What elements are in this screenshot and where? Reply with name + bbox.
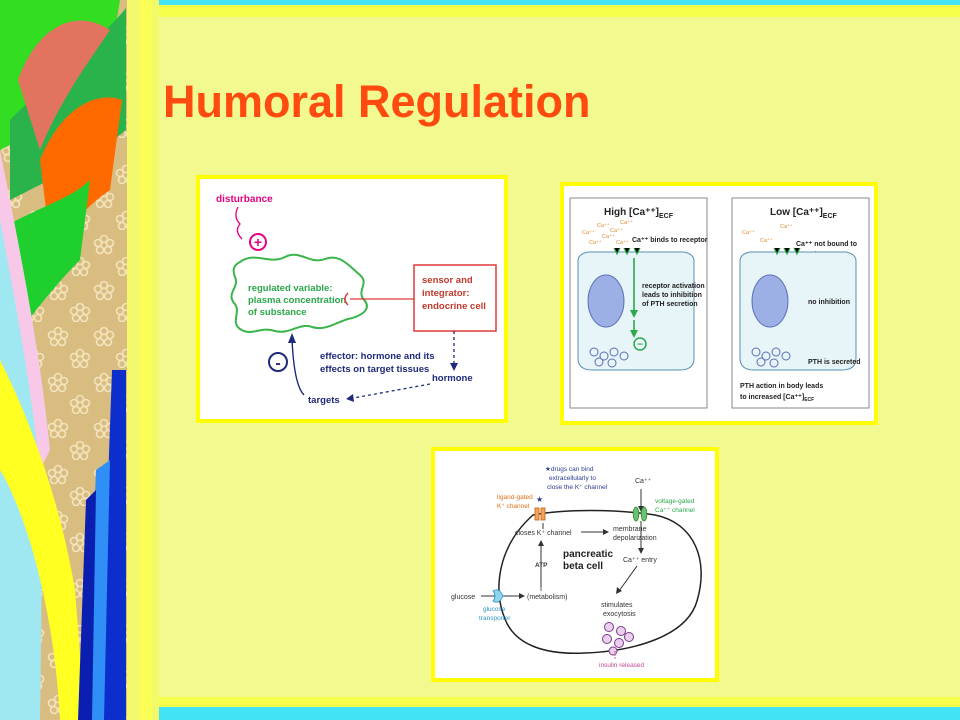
effector-line2: effects on target tissues bbox=[320, 364, 429, 375]
ca-entry-label: Ca⁺⁺ entry bbox=[623, 557, 657, 564]
stimulates-line2: exocytosis bbox=[603, 611, 636, 618]
svg-text:Ca⁺⁺: Ca⁺⁺ bbox=[610, 227, 623, 234]
insulin-granules bbox=[602, 622, 634, 656]
ca-channel-icon bbox=[632, 506, 640, 522]
svg-text:Ca⁺⁺: Ca⁺⁺ bbox=[620, 219, 633, 226]
svg-text:Ca⁺⁺: Ca⁺⁺ bbox=[602, 233, 615, 240]
ca-ion-label: Ca⁺⁺ bbox=[582, 229, 595, 236]
high-nucleus bbox=[587, 274, 625, 328]
regulated-variable-line2: plasma concentration bbox=[248, 295, 346, 306]
svg-text:Ca⁺⁺: Ca⁺⁺ bbox=[616, 239, 629, 246]
slide-title: Humoral Regulation bbox=[163, 76, 591, 127]
disturbance-arrow bbox=[235, 206, 243, 240]
activation-line3: of PTH secretion bbox=[642, 301, 698, 308]
atp-label: ATP bbox=[535, 562, 548, 569]
voltage-gated-line2: Ca⁺⁺ channel bbox=[655, 507, 695, 514]
glucose-transporter-line1: glucose bbox=[483, 606, 506, 613]
sensor-box bbox=[413, 264, 497, 332]
targets-label: targets bbox=[308, 395, 340, 406]
plus-circle-icon bbox=[249, 233, 267, 251]
membrane-depol-line1: membrane bbox=[613, 526, 647, 533]
svg-text:Ca⁺⁺: Ca⁺⁺ bbox=[760, 237, 773, 244]
beta-cell-diagram: ★drugs can bind extracellularly to close… bbox=[451, 465, 702, 669]
minus-circle-icon bbox=[268, 352, 288, 372]
beta-cell-diagram-panel: ★drugs can bind extracellularly to close… bbox=[431, 447, 719, 682]
star-icon: ★ bbox=[536, 495, 543, 504]
svg-text:Ca⁺⁺: Ca⁺⁺ bbox=[742, 229, 755, 236]
not-bound-line1: Ca⁺⁺ not bound to bbox=[796, 241, 857, 248]
regulated-variable-line3: of substance bbox=[248, 307, 307, 318]
inhibit-minus-icon bbox=[633, 337, 647, 351]
glucose-transporter-line2: transporter bbox=[479, 615, 511, 622]
effector-line1: effector: hormone and its bbox=[320, 351, 435, 362]
minus-sign: - bbox=[275, 355, 280, 372]
drugs-note-line3: close the K⁺ channel bbox=[547, 484, 608, 491]
beta-cell-label-line1: pancreatic bbox=[563, 549, 613, 560]
svg-text:Ca⁺⁺: Ca⁺⁺ bbox=[597, 222, 610, 229]
sensor-line2: integrator: bbox=[422, 288, 470, 299]
membrane-depol-line2: depolarization bbox=[613, 535, 657, 542]
svg-text:Ca⁺⁺: Ca⁺⁺ bbox=[780, 223, 793, 230]
low-nucleus bbox=[751, 274, 789, 328]
no-inhibition-label: no inhibition bbox=[808, 299, 850, 306]
binds-receptor-label: Ca⁺⁺ binds to receptor bbox=[632, 237, 708, 244]
ligand-gated-line2: K⁺ channel bbox=[497, 503, 530, 510]
sensor-line3: endocrine cell bbox=[422, 301, 486, 312]
glucose-transporter-icon bbox=[492, 589, 504, 603]
regulated-variable-line1: regulated variable: bbox=[248, 283, 332, 294]
insulin-released-label: insulin released bbox=[599, 662, 645, 669]
feedback-return-arrow bbox=[291, 338, 305, 396]
voltage-gated-line1: voltage-gated bbox=[655, 498, 695, 505]
ligand-gated-line1: ligand-gated bbox=[497, 494, 533, 501]
feedback-diagram: disturbance + regulated variable: plasma… bbox=[216, 194, 497, 406]
feedback-diagram-panel: disturbance + regulated variable: plasma… bbox=[196, 175, 508, 423]
closes-k-label: closes K⁺ channel bbox=[515, 530, 572, 537]
metabolism-label: (metabolism) bbox=[527, 594, 567, 601]
pth-action-line2: to increased [Ca⁺⁺]ECF bbox=[740, 394, 814, 403]
k-channel-icon bbox=[534, 507, 540, 521]
high-calcium-title: High [Ca⁺⁺]ECF bbox=[604, 207, 674, 220]
stimulates-line1: stimulates bbox=[601, 602, 633, 609]
drugs-note-line2: extracellularly to bbox=[549, 475, 596, 482]
plus-sign: + bbox=[254, 234, 262, 250]
low-calcium-title: Low [Ca⁺⁺]ECF bbox=[770, 207, 838, 220]
targets-arrow bbox=[347, 383, 431, 400]
calcium-diagram-panel: High [Ca⁺⁺]ECF Low [Ca⁺⁺]ECF Ca⁺⁺ Ca⁺⁺ C… bbox=[560, 182, 878, 425]
beta-cell-label-line2: beta cell bbox=[563, 561, 603, 572]
activation-line2: leads to inhibition bbox=[642, 292, 702, 299]
hormone-label: hormone bbox=[432, 373, 473, 384]
calcium-diagram: High [Ca⁺⁺]ECF Low [Ca⁺⁺]ECF Ca⁺⁺ Ca⁺⁺ C… bbox=[569, 197, 870, 409]
disturbance-label: disturbance bbox=[216, 194, 273, 205]
svg-text:−: − bbox=[637, 340, 643, 351]
ca-top-label: Ca⁺⁺ bbox=[635, 478, 652, 485]
glucose-label: glucose bbox=[451, 594, 475, 601]
pth-secreted-label: PTH is secreted bbox=[808, 359, 861, 366]
activation-line1: receptor activation bbox=[642, 283, 705, 290]
svg-text:Ca⁺⁺: Ca⁺⁺ bbox=[589, 239, 602, 246]
drugs-note-line1: ★drugs can bind bbox=[545, 465, 594, 473]
regulated-variable-blob bbox=[230, 253, 368, 333]
sensor-line1: sensor and bbox=[422, 275, 473, 286]
sensor-connector-cup bbox=[344, 292, 349, 306]
pth-action-line1: PTH action in body leads bbox=[740, 383, 823, 390]
